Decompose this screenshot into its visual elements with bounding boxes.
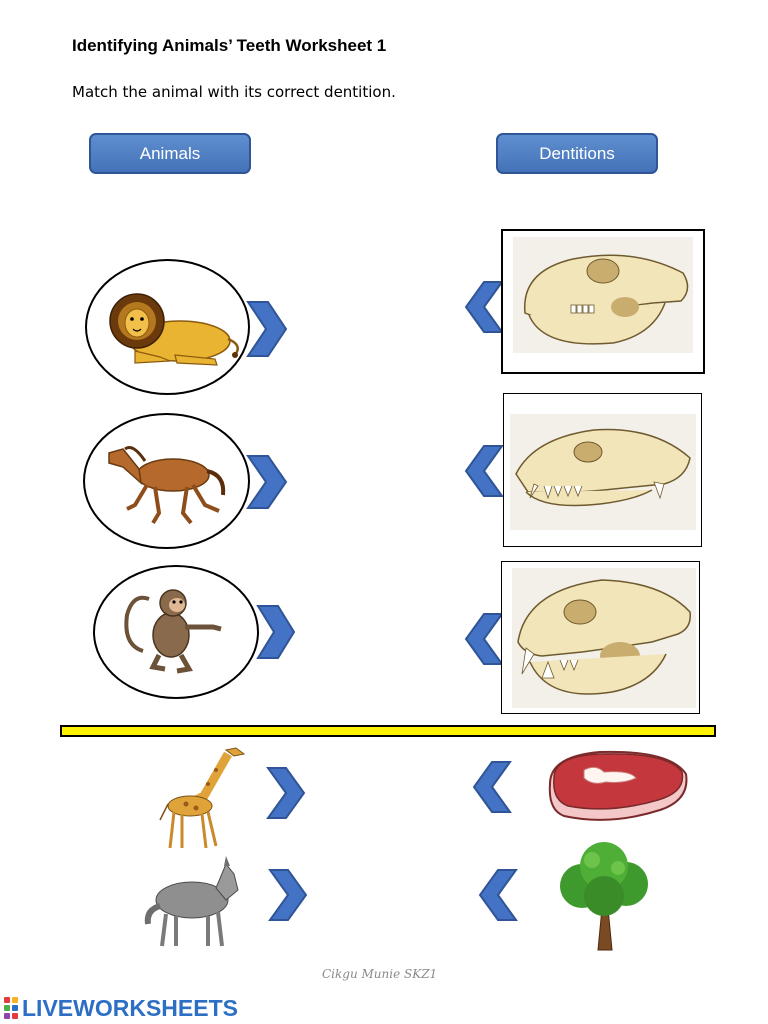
- chevron-right-icon: [266, 767, 306, 819]
- chevron-left-icon: [472, 761, 512, 813]
- dentitions-header-button: Dentitions: [496, 133, 658, 174]
- lion-icon: [109, 293, 240, 366]
- horse-oval: [83, 413, 250, 549]
- omnivore-skull: [515, 428, 691, 507]
- worksheet-title: Identifying Animals’ Teeth Worksheet 1: [72, 36, 387, 55]
- meat-icon: [548, 750, 688, 821]
- horse-icon: [108, 446, 226, 525]
- herbivore-skull: [524, 254, 689, 345]
- chevron-left-icon: [478, 869, 518, 921]
- chevron-right-icon: [256, 605, 296, 659]
- liveworksheets-logo-icon: [4, 997, 18, 1019]
- giraffe-icon: [159, 747, 246, 849]
- chevron-left-icon: [464, 445, 504, 497]
- liveworksheets-logo[interactable]: LIVEWORKSHEETS: [4, 994, 238, 1022]
- liveworksheets-brand-text: LIVEWORKSHEETS: [22, 994, 238, 1021]
- worksheet-instructions: Match the animal with its correct dentit…: [72, 83, 396, 101]
- chevron-right-icon: [246, 455, 288, 509]
- dentition-box-1: [501, 229, 705, 374]
- author-watermark: Cikgu Munie SKZ1: [322, 967, 438, 981]
- dentition-box-2: [503, 393, 702, 547]
- chevron-right-icon: [246, 301, 288, 357]
- animals-header-button: Animals: [89, 133, 251, 174]
- monkey-icon: [124, 589, 222, 674]
- lion-oval: [85, 259, 250, 395]
- animals-header-label: Animals: [139, 143, 201, 163]
- section-divider: [60, 725, 716, 737]
- chevron-right-icon: [268, 869, 308, 921]
- carnivore-skull: [517, 579, 691, 695]
- tree-icon: [560, 842, 648, 951]
- wolf-icon: [144, 856, 239, 947]
- monkey-oval: [93, 565, 259, 699]
- dentitions-header-label: Dentitions: [539, 143, 615, 163]
- chevron-left-icon: [464, 613, 504, 665]
- chevron-left-icon: [464, 281, 504, 333]
- dentition-box-3: [501, 561, 700, 714]
